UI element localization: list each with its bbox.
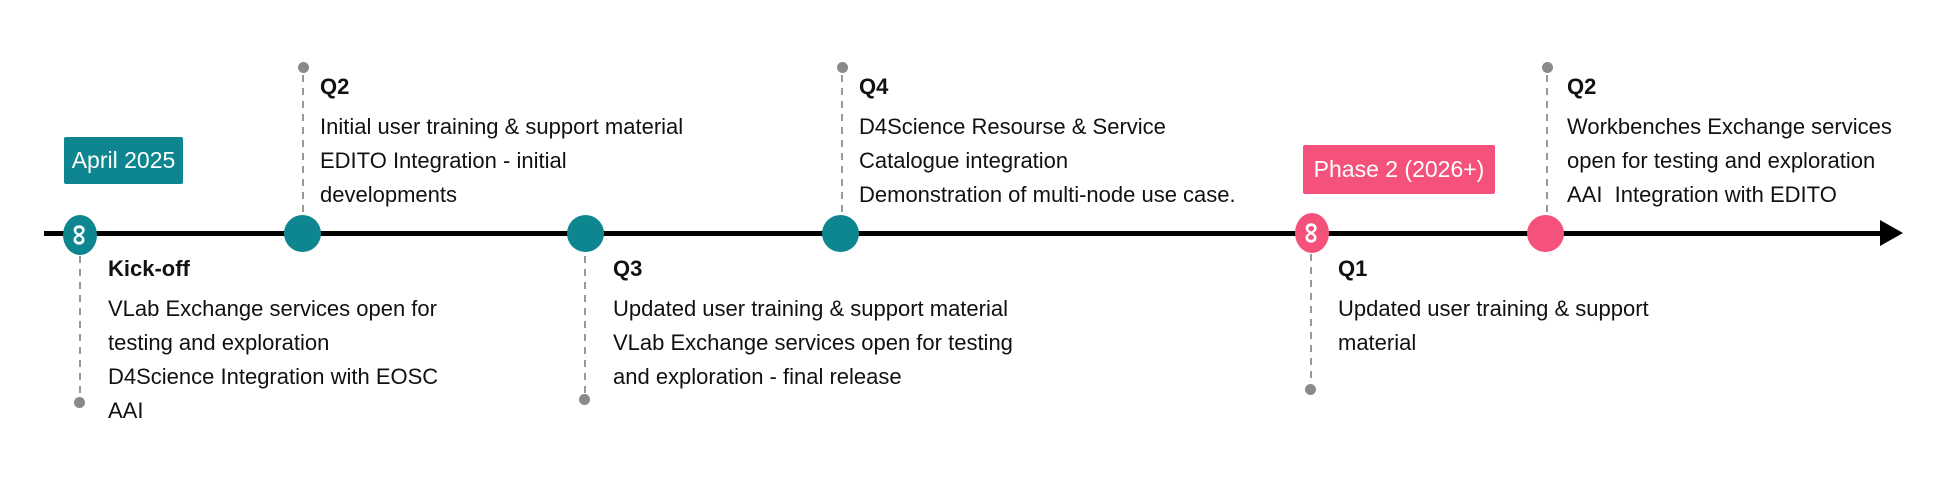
milestone-title: Q2 [320,74,350,99]
milestone-node-q2-2026 [1527,215,1564,252]
milestone-line: and exploration - final release [613,364,902,389]
infinity-icon: ∞ [1295,222,1329,244]
milestone-line: Initial user training & support material [320,114,684,139]
milestone-line: testing and exploration [108,330,330,355]
milestone-title: Q3 [613,256,643,281]
milestone-title: Kick-off [108,256,190,281]
milestone-line: Demonstration of multi-node use case. [859,182,1236,207]
milestone-title: Q1 [1338,256,1368,281]
timeline-axis [44,231,1886,236]
connector-line-q4-2025 [841,75,843,215]
milestone-q4-2025: Q4 D4Science Resourse & Service Catalogu… [859,72,1236,212]
connector-line-q1-2026 [1310,254,1312,384]
milestone-q3-2025: Q3 Updated user training & support mater… [613,254,1013,394]
connector-endpoint-dot [837,62,848,73]
milestone-node-q3-2025 [567,215,604,252]
phase2-badge: Phase 2 (2026+) [1303,145,1495,194]
milestone-line: Updated user training & support material [613,296,1008,321]
connector-line-kickoff [79,256,81,397]
phase1-badge: April 2025 [64,137,183,184]
milestone-line: VLab Exchange services open for [108,296,437,321]
milestone-line: D4Science Integration with EOSC [108,364,439,389]
milestone-line: material [1338,330,1417,355]
milestone-line: D4Science Resourse & Service [859,114,1166,139]
milestone-line: AAI [108,398,144,423]
milestone-q2-2026: Q2 Workbenches Exchange services open fo… [1567,72,1892,212]
milestone-line: EDITO Integration - initial [320,148,567,173]
milestone-line: Catalogue integration [859,148,1069,173]
milestone-q2-2025: Q2 Initial user training & support mater… [320,72,683,212]
milestone-node-kickoff: ∞ [63,215,97,255]
timeline-arrowhead-icon [1880,220,1903,246]
milestone-q1-2026: Q1 Updated user training & support mater… [1338,254,1649,360]
milestone-node-q4-2025 [822,215,859,252]
milestone-line: Updated user training & support [1338,296,1649,321]
milestone-node-q1-2026: ∞ [1295,213,1329,253]
milestone-line: Workbenches Exchange services [1567,114,1892,139]
connector-line-q2-2025 [302,75,304,215]
connector-endpoint-dot [1542,62,1553,73]
connector-endpoint-dot [1305,384,1316,395]
milestone-line: VLab Exchange services open for testing [613,330,1013,355]
milestone-line: AAI Integration with EDITO [1567,182,1837,207]
milestone-node-q2-2025 [284,215,321,252]
milestone-title: Q2 [1567,74,1597,99]
connector-line-q2-2026 [1546,75,1548,215]
milestone-line: open for testing and exploration [1567,148,1876,173]
milestone-kickoff: Kick-off VLab Exchange services open for… [108,254,438,428]
milestone-line: developments [320,182,457,207]
connector-endpoint-dot [298,62,309,73]
connector-line-q3-2025 [584,256,586,394]
connector-endpoint-dot [579,394,590,405]
milestone-title: Q4 [859,74,889,99]
connector-endpoint-dot [74,397,85,408]
infinity-icon: ∞ [63,224,97,246]
